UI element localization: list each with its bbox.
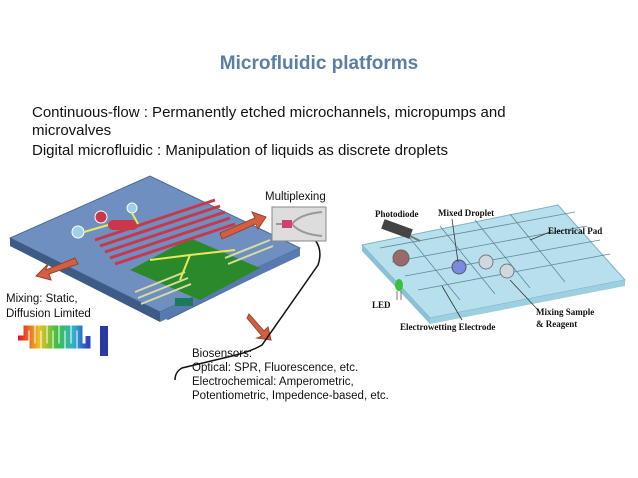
mixing-label-line2: Diffusion Limited xyxy=(6,308,91,320)
reagent-droplet xyxy=(499,263,515,279)
mixing-sample-label-line1: Mixing Sample xyxy=(536,307,595,317)
biosensors-bracket xyxy=(174,239,321,381)
electrical-pad-label: Electrical Pad xyxy=(548,226,603,236)
mixed-droplet xyxy=(451,259,467,275)
multiplexing-arrow xyxy=(219,211,267,240)
digital-microfluidic-chip xyxy=(361,204,626,324)
continuous-flow-chip xyxy=(8,175,302,322)
droplet xyxy=(392,249,410,267)
valve xyxy=(108,220,138,230)
sample-droplet xyxy=(478,254,494,270)
led-label: LED xyxy=(372,300,391,310)
biosensors-optical: Optical: SPR, Fluorescence, etc. xyxy=(192,362,359,374)
mixing-inset xyxy=(12,322,112,356)
led-icon xyxy=(395,279,403,291)
multiplexing-label: Multiplexing xyxy=(265,191,326,203)
electrowetting-electrode-label: Electrowetting Electrode xyxy=(400,322,496,332)
biosensors-heading: Biosensors: xyxy=(192,348,253,360)
bullet-continuous-flow: Continuous-flow : Permanently etched mic… xyxy=(32,104,506,139)
bullet-digital-microfluidic: Digital microfluidic : Manipulation of l… xyxy=(32,142,449,159)
slide-title: Microfluidic platforms xyxy=(219,53,419,74)
photodiode-label: Photodiode xyxy=(375,209,419,219)
mixing-label-line1: Mixing: Static, xyxy=(6,293,78,305)
serpentine-channels xyxy=(94,198,236,266)
mixing-sample-label-line2: & Reagent xyxy=(536,319,578,329)
biosensors-potentiometric: Potentiometric, Impedence-based, etc. xyxy=(192,390,389,402)
pointer-lines xyxy=(441,218,551,321)
mixing-arrow xyxy=(35,257,79,281)
electrode-region xyxy=(130,238,260,300)
mixed-droplet-label: Mixed Droplet xyxy=(438,208,495,218)
biosensors-electrochemical: Electrochemical: Amperometric, xyxy=(192,376,354,388)
photodiode-icon xyxy=(381,219,413,239)
detector-channels xyxy=(134,239,274,305)
